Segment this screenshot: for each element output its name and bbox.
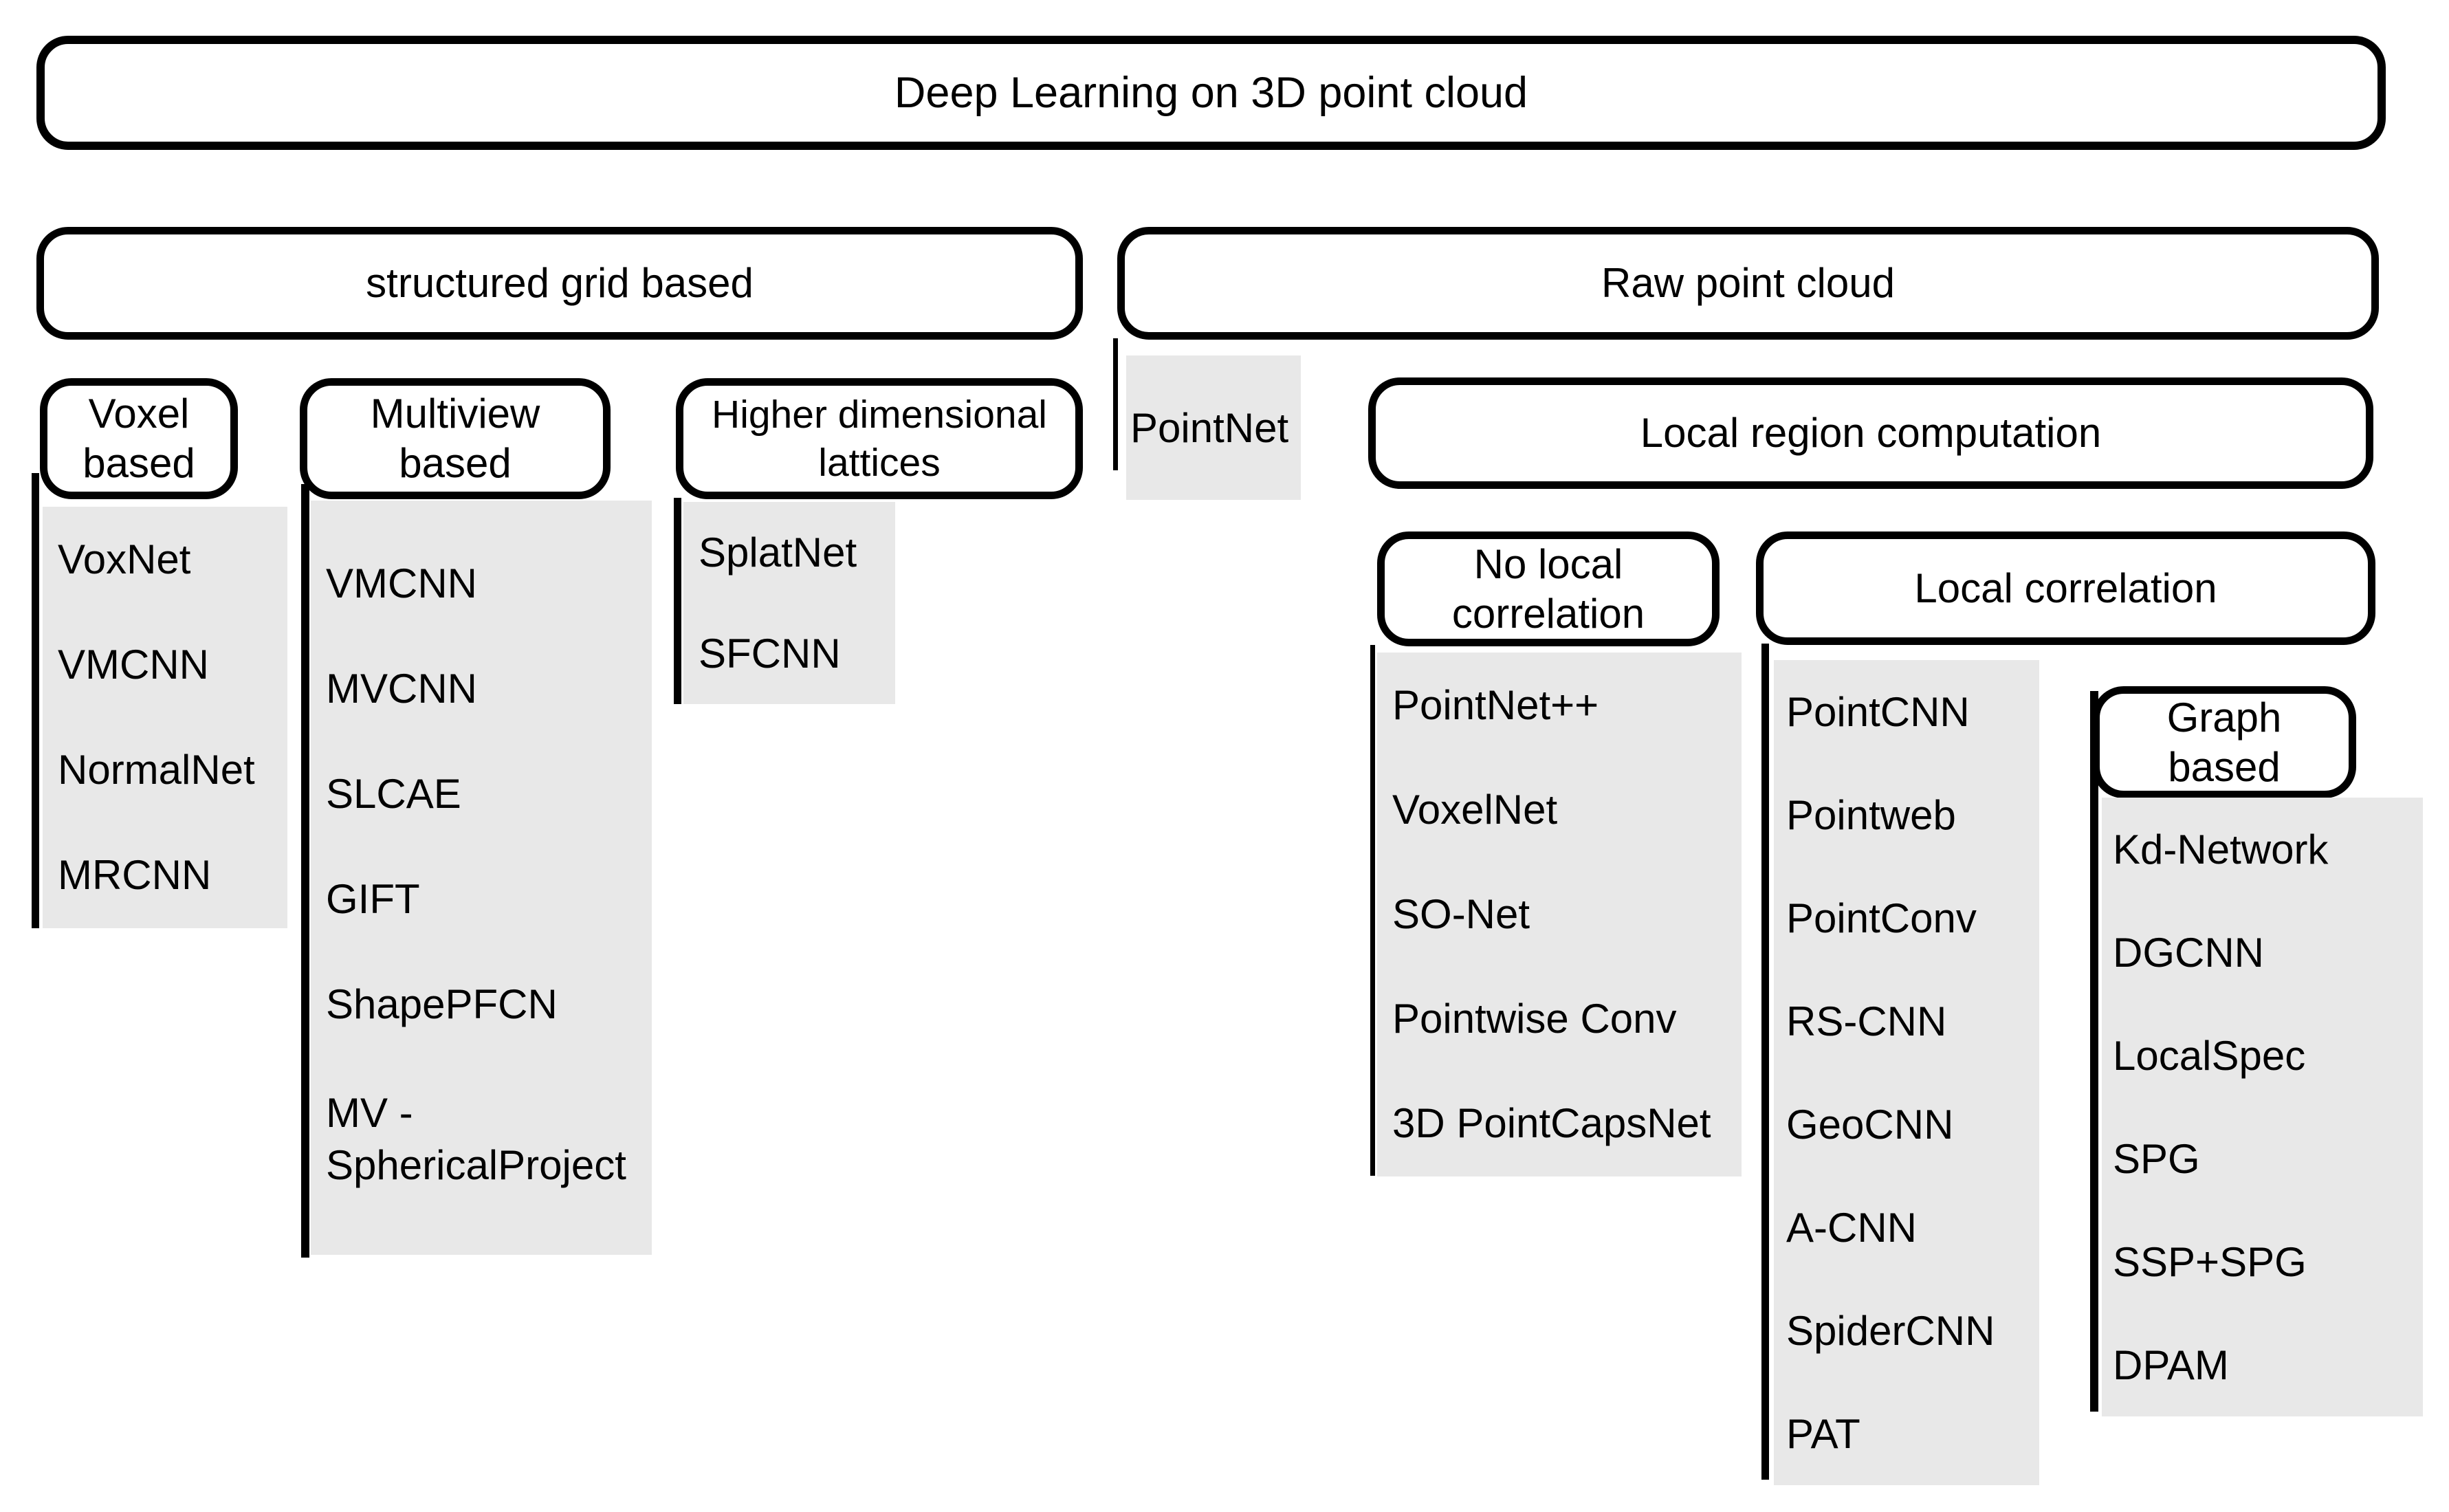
node-local-region-computation: Local region computation	[1368, 377, 2373, 489]
node-root: Deep Learning on 3D point cloud	[36, 36, 2386, 150]
node-raw-point-cloud: Raw point cloud	[1117, 227, 2379, 340]
list-item: VMCNN	[58, 642, 209, 688]
node-multiview-based-label: Multiview based	[370, 391, 540, 486]
list-item: SO-Net	[1392, 890, 1530, 937]
node-higher-dimensional-lattices-label: Higher dimensional lattices	[712, 393, 1047, 485]
node-raw-point-cloud-label: Raw point cloud	[1601, 260, 1895, 306]
lattices-method-list: SplatNet SFCNN	[683, 502, 895, 704]
list-item: Kd-Network	[2113, 826, 2329, 873]
list-item: PointCNN	[1786, 688, 1970, 735]
list-item: LocalSpec	[2113, 1032, 2306, 1079]
connector-voxel-list	[32, 473, 39, 928]
multiview-method-list: VMCNN MVCNN SLCAE GIFT ShapePFCN MV - Sp…	[311, 501, 652, 1255]
node-graph-based-label: Graph based	[2166, 694, 2282, 790]
node-multiview-based: Multiview based	[300, 378, 611, 499]
node-local-correlation-label: Local correlation	[1914, 565, 2217, 611]
list-item: ShapePFCN	[326, 981, 558, 1027]
list-item: SPG	[2113, 1135, 2200, 1182]
node-voxel-based-label: Voxel based	[83, 391, 195, 486]
list-item: SplatNet	[699, 529, 857, 576]
list-item: 3D PointCapsNet	[1392, 1099, 1711, 1146]
list-item: PointNet++	[1392, 681, 1599, 728]
connector-lattices-list	[674, 498, 681, 704]
list-item: DGCNN	[2113, 929, 2264, 976]
list-item: SpiderCNN	[1786, 1307, 1995, 1354]
voxel-method-list: VoxNet VMCNN NormalNet MRCNN	[43, 507, 287, 928]
list-item: SLCAE	[326, 771, 461, 817]
node-root-label: Deep Learning on 3D point cloud	[894, 69, 1528, 117]
node-graph-based: Graph based	[2092, 686, 2356, 798]
list-item: RS-CNN	[1786, 998, 1947, 1044]
node-higher-dimensional-lattices: Higher dimensional lattices	[676, 378, 1083, 499]
node-pointnet: PointNet	[1126, 355, 1301, 500]
list-item: DPAM	[2113, 1341, 2229, 1388]
list-item: MV - SphericalProject	[326, 1090, 626, 1188]
list-item: A-CNN	[1786, 1204, 1917, 1251]
list-item: Pointweb	[1786, 791, 1956, 838]
local-correlation-method-list: PointCNN Pointweb PointConv RS-CNN GeoCN…	[1774, 660, 2039, 1485]
node-voxel-based: Voxel based	[40, 378, 238, 499]
list-item: SFCNN	[699, 631, 841, 677]
connector-multiview-list	[301, 484, 309, 1258]
list-item: VMCNN	[326, 560, 477, 606]
connector-pointnet	[1113, 338, 1118, 470]
list-item: GeoCNN	[1786, 1101, 1954, 1148]
node-local-correlation: Local correlation	[1756, 532, 2375, 645]
connector-no-local-list	[1370, 645, 1375, 1176]
list-item: MRCNN	[58, 852, 212, 898]
graph-based-method-list: Kd-Network DGCNN LocalSpec SPG SSP+SPG D…	[2102, 798, 2423, 1416]
connector-local-correlation-list	[1761, 644, 1769, 1480]
node-local-region-computation-label: Local region computation	[1640, 410, 2102, 456]
no-local-correlation-method-list: PointNet++ VoxelNet SO-Net Pointwise Con…	[1377, 653, 1742, 1176]
node-no-local-correlation: No local correlation	[1377, 532, 1720, 646]
connector-graph-list	[2090, 691, 2098, 1412]
list-item: Pointwise Conv	[1392, 995, 1677, 1042]
list-item: GIFT	[326, 876, 420, 922]
node-no-local-correlation-label: No local correlation	[1451, 540, 1645, 637]
list-item: SSP+SPG	[2113, 1238, 2307, 1285]
node-pointnet-label: PointNet	[1130, 404, 1289, 451]
list-item: PAT	[1786, 1410, 1860, 1457]
node-structured-grid-label: structured grid based	[366, 260, 754, 306]
list-item: NormalNet	[58, 747, 255, 793]
list-item: VoxNet	[58, 536, 191, 582]
list-item: MVCNN	[326, 666, 477, 712]
node-structured-grid: structured grid based	[36, 227, 1083, 340]
list-item: PointConv	[1786, 895, 1977, 941]
list-item: VoxelNet	[1392, 786, 1558, 833]
